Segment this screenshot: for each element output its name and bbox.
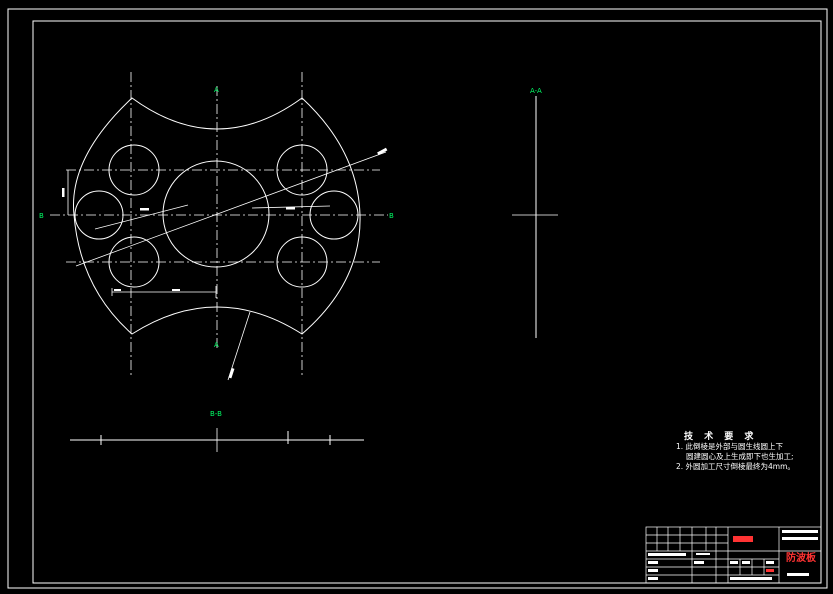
inner-border bbox=[32, 20, 822, 584]
outer-border bbox=[7, 8, 828, 589]
part-name: 防波板 bbox=[786, 551, 817, 564]
tech-req-item1-cont: 圆建圆心及上生成即下也生加工; bbox=[686, 452, 794, 461]
section-a-bottom: A bbox=[214, 341, 219, 349]
section-b-right: B bbox=[389, 212, 394, 220]
tech-req-item1: 1. 此倒棱是外部与圆生线圆上下 bbox=[676, 442, 784, 451]
view-aa-label: A-A bbox=[530, 87, 542, 95]
title-block bbox=[645, 526, 822, 584]
title-block-fills bbox=[648, 530, 818, 580]
section-a-top: A bbox=[214, 86, 219, 94]
centerlines bbox=[50, 72, 388, 378]
tech-req-title: 技 术 要 求 bbox=[684, 432, 758, 442]
technical-requirements: 技 术 要 求 1. 此倒棱是外部与圆生线圆上下 圆建圆心及上生成即下也生加工;… bbox=[676, 432, 795, 472]
tech-req-item2: 2. 外圆加工尺寸倒棱最终为4mm。 bbox=[676, 462, 795, 471]
dimension-texts bbox=[62, 147, 388, 379]
section-markers: A A B B A-A B-B bbox=[39, 86, 542, 418]
center-hole bbox=[162, 160, 270, 268]
view-bb-label: B-B bbox=[210, 410, 222, 418]
section-view-bb bbox=[70, 428, 364, 452]
section-b-left: B bbox=[39, 212, 44, 220]
side-view-aa bbox=[512, 96, 558, 338]
